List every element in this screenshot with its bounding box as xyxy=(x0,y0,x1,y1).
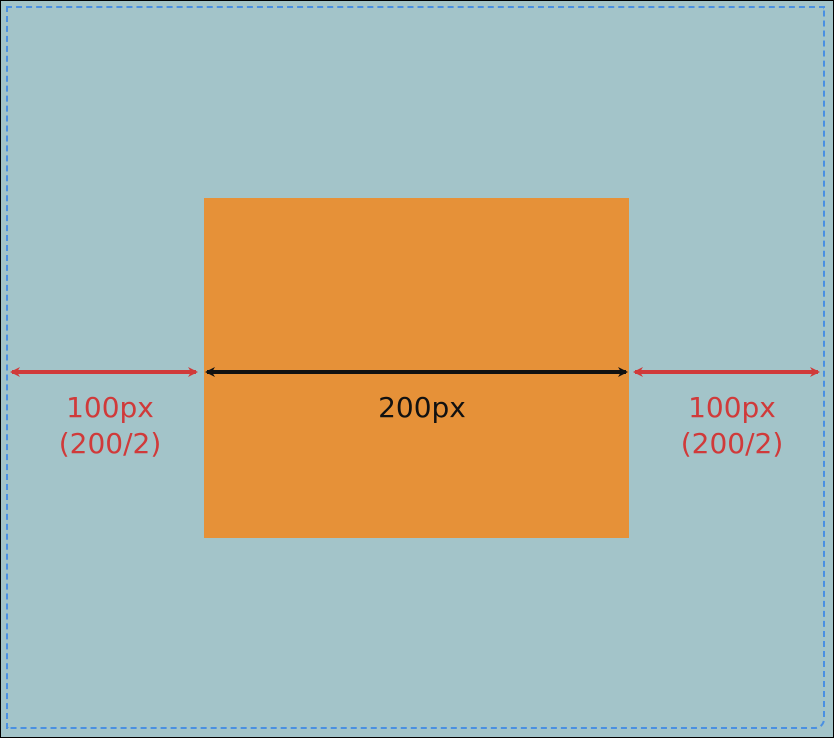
right-margin-label: 100px (200/2) xyxy=(652,390,812,462)
left-margin-formula: (200/2) xyxy=(58,427,162,460)
right-margin-formula: (200/2) xyxy=(680,427,784,460)
content-width-value: 200px xyxy=(378,391,466,424)
container-dashed-boundary xyxy=(6,6,825,729)
left-margin-value: 100px xyxy=(66,391,154,424)
left-margin-label: 100px (200/2) xyxy=(30,390,190,462)
content-width-label: 200px xyxy=(322,390,522,426)
right-margin-value: 100px xyxy=(688,391,776,424)
